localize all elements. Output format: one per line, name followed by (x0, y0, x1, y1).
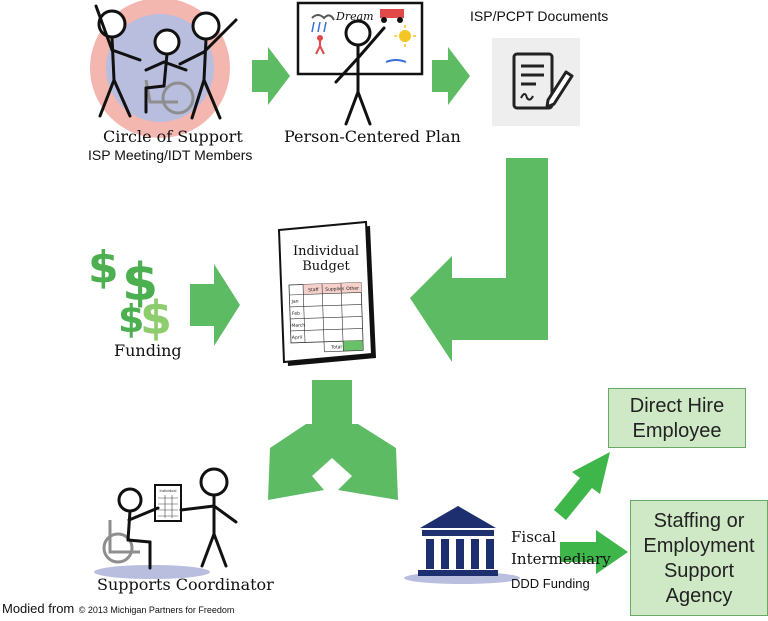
arrow-up-right (554, 452, 610, 520)
direct-hire-box: Direct Hire Employee (608, 388, 746, 448)
direct-hire-line2: Employee (632, 420, 722, 442)
budget-col-staff: Staff (308, 287, 320, 293)
supports-coordinator-title: Supports Coordinator (97, 575, 274, 594)
fiscal-subtitle: DDD Funding (511, 576, 590, 591)
bank-icon (404, 506, 520, 584)
budget-row-jan: Jan (290, 299, 298, 305)
circle-of-support-subtitle: ISP Meeting/IDT Members (88, 147, 253, 163)
agency-box: Staffing or Employment Support Agency (630, 500, 768, 616)
arrow-split (268, 380, 398, 500)
circle-of-support-title: Circle of Support (103, 127, 243, 146)
budget-col-supplies: Supplies (325, 286, 345, 293)
direct-hire-line1: Direct Hire (629, 395, 725, 417)
arrow-right-1 (252, 47, 290, 105)
credit-line: Modied from © 2013 Michigan Partners for… (2, 600, 234, 618)
agency-line2: Employment (643, 535, 755, 557)
mini-budget-label: Individual (159, 489, 176, 493)
dollar-icons: $ $ $ $ (88, 242, 172, 345)
supports-coordinator-illustration: Individual (94, 467, 238, 579)
arrow-down-left (410, 158, 548, 362)
person-centered-plan-illustration: Dream (296, 1, 424, 126)
budget-sheet: Staff Supplies Other Jan Feb March April… (277, 220, 376, 366)
budget-title-line1: Individual (292, 244, 360, 259)
agency-line1: Staffing or (653, 510, 745, 532)
agency-line3: Support (663, 560, 735, 582)
arrow-right-3 (190, 264, 240, 346)
credit-prefix: Modied from (2, 601, 75, 616)
budget-row-april: April (292, 335, 303, 341)
budget-row-feb: Feb (292, 311, 300, 317)
svg-text:$: $ (118, 297, 144, 341)
budget-total: Total (330, 344, 342, 350)
svg-text:$: $ (122, 253, 158, 313)
arrow-down-right (560, 530, 628, 574)
svg-text:$: $ (140, 291, 172, 345)
budget-title: Individual Budget (283, 244, 369, 274)
budget-row-march: March (291, 322, 305, 328)
person-centered-plan-title: Person-Centered Plan (284, 127, 461, 146)
circle-of-support-illustration (90, 0, 238, 138)
fiscal-title-line2: Intermediary (511, 550, 611, 568)
document-icon (492, 38, 580, 126)
plan-board-word: Dream (335, 10, 374, 23)
documents-title: ISP/PCPT Documents (470, 8, 609, 24)
agency-line4: Agency (665, 585, 733, 607)
credit-source: © 2013 Michigan Partners for Freedom (78, 605, 235, 615)
arrow-right-2 (432, 47, 470, 105)
funding-title: Funding (114, 341, 182, 360)
svg-text:$: $ (88, 242, 119, 293)
fiscal-title-line1: Fiscal (511, 528, 557, 546)
budget-col-other: Other (346, 286, 359, 292)
budget-title-line2: Budget (302, 259, 350, 274)
